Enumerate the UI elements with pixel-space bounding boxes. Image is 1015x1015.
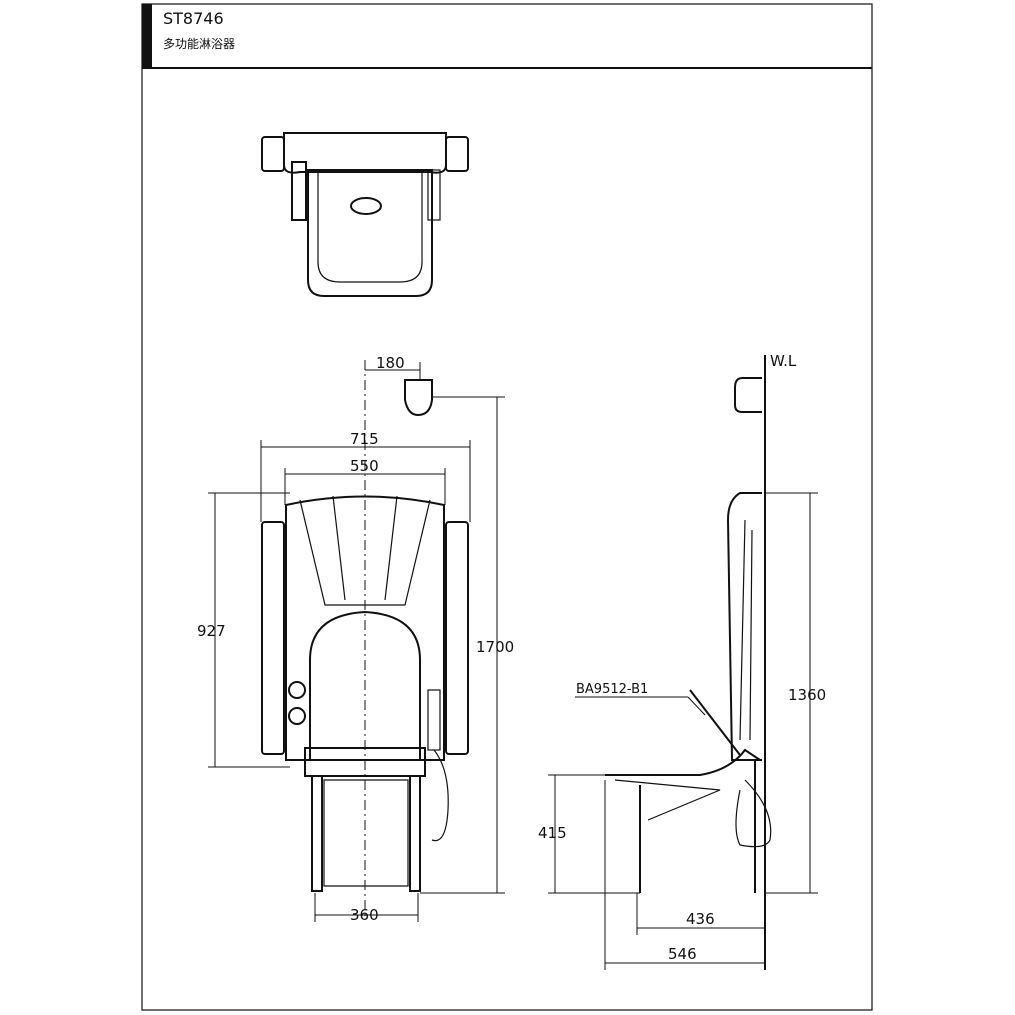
front-view [261,360,469,920]
dim-overall-width: 715 [350,430,379,448]
model-number: ST8746 [163,9,224,28]
shower-head-icon [404,379,433,417]
part-number-label: BA9512-B1 [576,682,648,697]
product-name: 多功能淋浴器 [163,37,235,51]
dim-shower-head-offset: 180 [376,354,405,372]
dim-total-height: 1700 [476,638,514,656]
dim-wall-height: 1360 [788,686,826,704]
drawing-frame [141,3,873,1011]
dim-backrest-width: 550 [350,457,379,475]
wall-line-label: W.L [770,352,797,370]
dim-seat-leg-width: 360 [350,906,379,924]
top-view [261,132,469,297]
header-accent-bar [142,4,152,68]
dim-seat-height: 415 [538,824,567,842]
dim-panel-height: 927 [197,622,226,640]
side-view [605,355,772,970]
dim-seat-depth-inner: 436 [686,910,715,928]
dimension-lines [208,362,818,970]
dim-seat-depth-outer: 546 [668,945,697,963]
